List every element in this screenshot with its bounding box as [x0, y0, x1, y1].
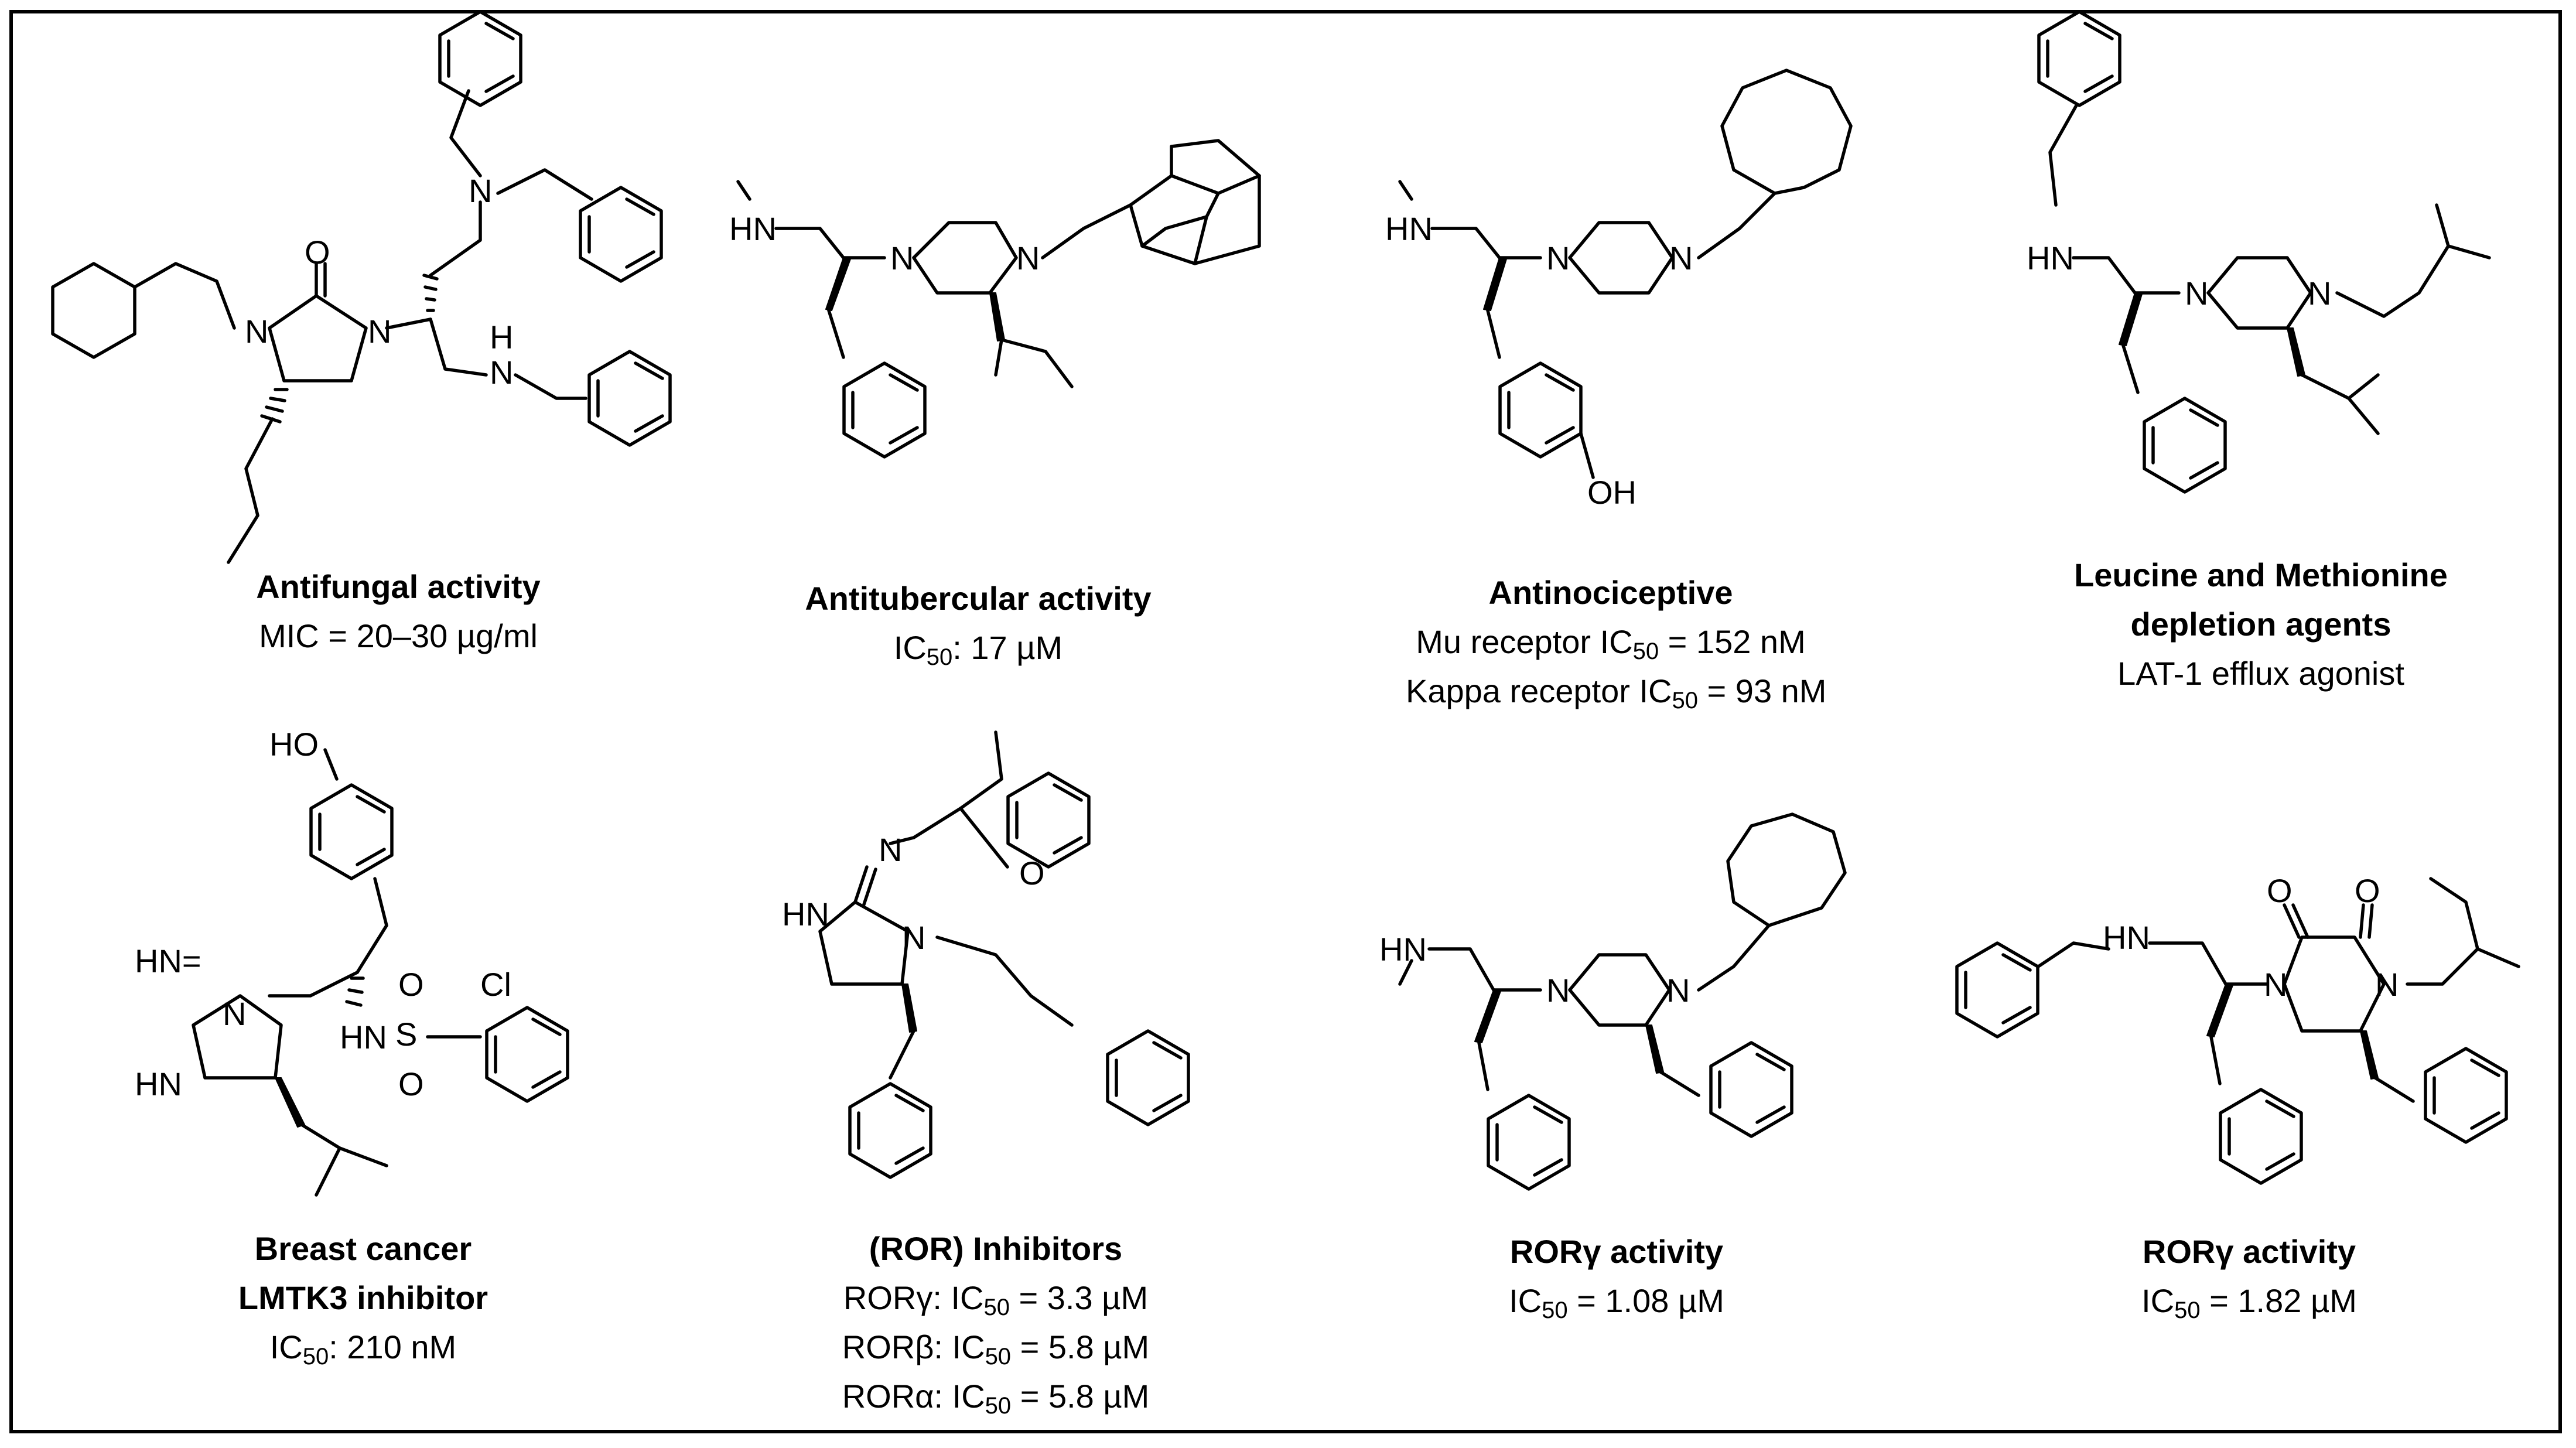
atom-o: O: [398, 1065, 424, 1102]
atom-cl: Cl: [480, 966, 511, 1003]
atom-n: N: [1016, 240, 1040, 276]
atom-hn: HN: [135, 1065, 182, 1102]
caption-line: MIC = 20–30 µg/ml: [259, 617, 538, 654]
atom-n: N: [1669, 240, 1693, 276]
caption-antitubercular: Antitubercular activity IC50: 17 µM: [773, 574, 1183, 672]
caption-line: IC50 = 1.82 µM: [2141, 1282, 2357, 1323]
atom-n: N: [902, 919, 925, 956]
caption-line: RORβ: IC50 = 5.8 µM: [842, 1329, 1150, 1370]
caption-lmtk3: Breast cancer LMTK3 inhibitor IC50: 210 …: [176, 1224, 551, 1372]
atom-hn: HN: [1385, 210, 1433, 247]
caption-title: Leucine and Methionine: [2074, 556, 2448, 593]
caption-ror-inhibitors: (ROR) Inhibitors RORγ: IC50 = 3.3 µM ROR…: [808, 1224, 1183, 1421]
caption-title: RORγ activity: [2142, 1233, 2356, 1270]
caption-line: IC50 = 1.08 µM: [1509, 1282, 1724, 1323]
atom-nh: N: [490, 354, 513, 391]
structure-lat1: HN N N: [2027, 12, 2491, 492]
atom-n: N: [2375, 966, 2399, 1003]
atom-n: N: [2308, 275, 2331, 312]
atom-n: N: [879, 831, 902, 868]
atom-nh: HN: [340, 1019, 387, 1056]
atom-n: N: [368, 313, 391, 350]
atom-n: N: [469, 172, 492, 209]
caption-antinociceptive: Antinociceptive Mu receptor IC50 = 152 n…: [1406, 568, 1827, 716]
caption-line: IC50: 17 µM: [893, 629, 1063, 670]
atom-o: O: [2355, 872, 2380, 909]
caption-title: depletion agents: [2130, 606, 2391, 643]
atom-ho: HO: [269, 726, 319, 763]
structure-rorg-1: HN N N: [1379, 812, 1847, 1189]
structure-rorg-2: HN N N O O: [1957, 872, 2520, 1183]
caption-line: Kappa receptor IC50 = 93 nM: [1406, 672, 1827, 713]
atom-n: N: [890, 240, 914, 276]
atom-n: N: [1546, 972, 1570, 1009]
caption-line: LAT-1 efflux agonist: [2117, 655, 2404, 692]
caption-title: (ROR) Inhibitors: [869, 1230, 1123, 1267]
atom-o: O: [305, 234, 330, 271]
structure-ror-inhibitor: O N HN N: [782, 730, 1188, 1177]
caption-rorg-2: RORγ activity IC50 = 1.82 µM: [2062, 1227, 2437, 1326]
atom-hn: HN: [782, 896, 829, 933]
caption-title: RORγ activity: [1509, 1233, 1724, 1270]
structure-antinociceptive: HN OH N N: [1385, 69, 1853, 511]
atom-hn-imine: HN=: [135, 942, 201, 979]
atom-o: O: [398, 966, 424, 1003]
caption-title: Antinociceptive: [1488, 574, 1733, 611]
atom-n: N: [1546, 240, 1570, 276]
atom-h: H: [490, 319, 513, 356]
caption-line: RORα: IC50 = 5.8 µM: [842, 1378, 1150, 1419]
atom-o: O: [2267, 872, 2293, 909]
structure-antitubercular: HN N N: [729, 139, 1261, 457]
caption-title: Antitubercular activity: [805, 580, 1152, 617]
atom-oh: OH: [1587, 474, 1637, 511]
structure-antifungal: O N N N N H: [51, 0, 670, 564]
caption-lat1: Leucine and Methionine depletion agents …: [2038, 551, 2483, 698]
caption-line: Mu receptor IC50 = 152 nM: [1416, 623, 1806, 664]
structure-lmtk3: HO HN S O O Cl N HN= HN: [135, 726, 568, 1197]
atom-hn: HN: [2027, 240, 2074, 276]
figure-frame: [9, 10, 2562, 1433]
atom-n: N: [223, 995, 246, 1032]
atom-n: N: [2185, 275, 2208, 312]
caption-title: Antifungal activity: [256, 568, 541, 605]
caption-rorg-1: RORγ activity IC50 = 1.08 µM: [1429, 1227, 1804, 1326]
atom-hn: HN: [2103, 919, 2150, 956]
caption-line: IC50: 210 nM: [269, 1329, 457, 1370]
atom-s: S: [395, 1016, 417, 1053]
atom-o: O: [1019, 855, 1045, 892]
atom-n: N: [2264, 966, 2287, 1003]
atom-hn: HN: [729, 210, 777, 247]
caption-title: Breast cancer: [254, 1230, 472, 1267]
caption-title: LMTK3 inhibitor: [238, 1279, 488, 1316]
caption-line: RORγ: IC50 = 3.3 µM: [843, 1279, 1149, 1320]
atom-hn: HN: [1379, 931, 1427, 968]
atom-n: N: [1666, 972, 1690, 1009]
atom-n: N: [245, 313, 268, 350]
caption-antifungal: Antifungal activity MIC = 20–30 µg/ml: [193, 562, 603, 661]
